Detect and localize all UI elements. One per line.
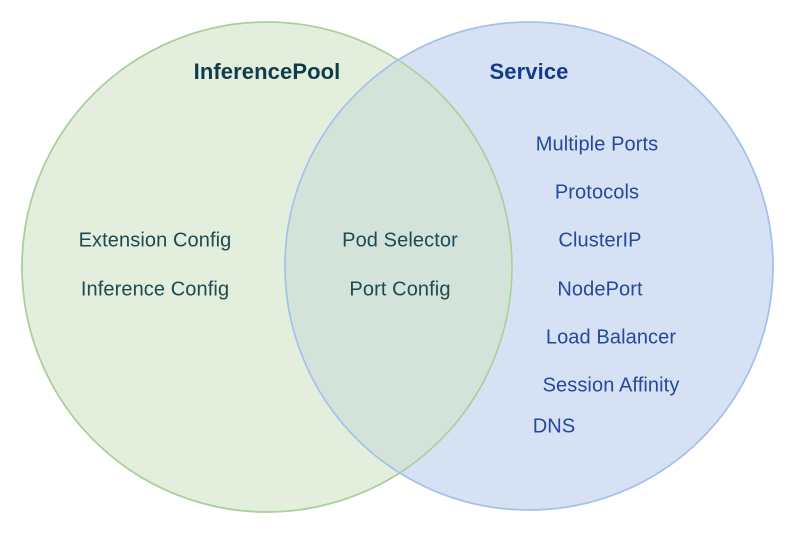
title-service: Service — [489, 59, 569, 84]
right-item-protocols: Protocols — [554, 181, 640, 204]
right-item-clusterip: ClusterIP — [558, 229, 642, 252]
right-item-dns: DNS — [532, 415, 576, 438]
title-inferencepool: InferencePool — [193, 59, 341, 84]
right-item-nodeport: NodePort — [557, 278, 643, 301]
right-item-load-balancer: Load Balancer — [545, 326, 677, 349]
circle-intersection — [285, 22, 512, 510]
circle-inferencepool-outline — [21, 21, 513, 513]
left-item-extension-config: Extension Config — [78, 229, 232, 252]
right-item-multiple-ports: Multiple Ports — [535, 133, 659, 156]
intersection-item-port-config: Port Config — [349, 278, 451, 301]
intersection-item-pod-selector: Pod Selector — [342, 229, 458, 252]
left-item-inference-config: Inference Config — [80, 278, 230, 301]
right-item-session-affinity: Session Affinity — [542, 374, 680, 397]
circle-service-outline — [284, 21, 774, 511]
